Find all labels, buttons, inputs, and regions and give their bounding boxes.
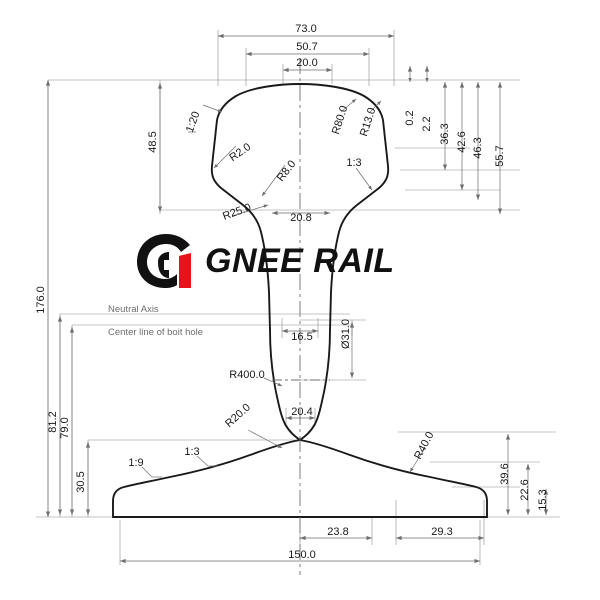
bottom-dimension-group [120,535,484,564]
label-slope-foot-outer: 1:9 [128,457,143,469]
dim-crown-offset-a: 0.2 [404,110,416,125]
leader-R8 [261,164,286,197]
dim-head-depth: 48.5 [147,131,159,152]
dim-head-side-height-c: 46.3 [472,137,484,158]
top-dimension-group [218,33,394,73]
dim-head-underside-width: 20.8 [290,212,311,224]
leader-R25 [231,204,269,217]
dim-head-side-height-a: 36.3 [439,123,451,144]
dim-bolt-hole-diameter: Ø31.0 [340,319,352,349]
left-dimension-group [45,80,163,517]
dim-neutral-axis-height: 81.2 [47,411,59,432]
leader-1-20 [202,104,223,113]
label-bolt-hole-centerline: Center line of boit hole [108,327,203,338]
leader-R400 [263,377,283,387]
dim-foot-half-inner: 23.8 [327,526,348,538]
dim-head-width-mid: 50.7 [296,41,317,53]
label-slope-foot-top: 1:3 [184,446,199,458]
gnee-g1-logo-mark [137,234,191,288]
center-dimension-group [272,210,355,421]
dim-foot-height-mid: 22.6 [519,479,531,500]
dim-crown-offset-b: 2.2 [421,116,433,131]
label-radius-web-flank: R400.0 [229,369,264,381]
dim-base-width: 150.0 [288,549,316,561]
label-neutral-axis: Neutral Axis [108,304,159,315]
leader-R40 [409,447,426,473]
logo-text: GNEE RAIL [205,242,395,280]
dim-head-side-height-b: 42.6 [456,131,468,152]
gnee-rail-logo: GNEE RAIL [135,232,395,290]
dim-head-to-web-height: 55.7 [494,145,506,166]
dim-web-lower-width: 20.4 [291,406,312,418]
label-slope-head-underside: 1:3 [346,157,361,169]
leader-lines [141,98,426,478]
leader-1-3-head [355,167,373,191]
leader-R20 [247,429,283,449]
dim-web-thickness: 16.5 [291,331,312,343]
leader-R13 [369,100,382,113]
dim-overall-height: 176.0 [35,286,47,314]
dim-foot-edge-height: 15.3 [537,489,549,510]
dim-head-width-total: 73.0 [295,23,316,35]
dim-foot-height-outer: 39.6 [499,463,511,484]
dim-foot-half-outer: 29.3 [431,526,452,538]
dim-bolt-centerline-height: 79.0 [59,417,71,438]
leader-R2 [213,145,237,169]
leader-1-9 [141,466,153,478]
leader-1-3-foot [196,455,209,467]
dim-foot-fillet-height: 30.5 [75,471,87,492]
leader-R80 [340,98,357,113]
dim-head-crown-flat: 20.0 [296,57,317,69]
right-dimension-group [407,66,549,515]
